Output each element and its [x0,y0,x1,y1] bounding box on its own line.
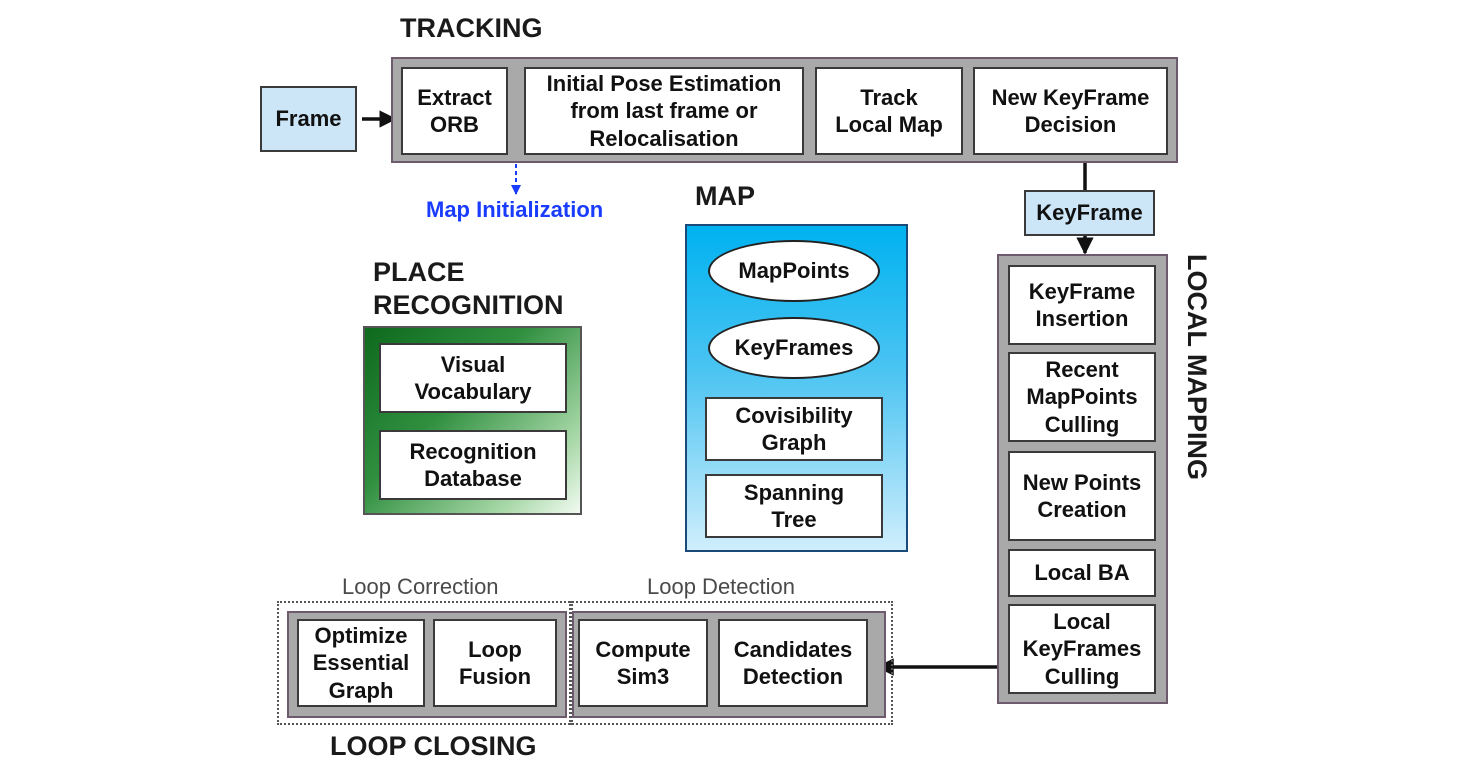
frame-input-box: Frame [260,86,357,152]
loop-closing-title: LOOP CLOSING [330,731,537,761]
keyframe-box: KeyFrame [1024,190,1155,236]
place-recognition-item-visual-vocabulary: Visual Vocabulary [379,343,567,413]
local-mapping-step-local-keyframes-culling: Local KeyFrames Culling [1008,604,1156,694]
tracking-step-initial-pose: Initial Pose Estimation from last frame … [524,67,804,155]
map-title: MAP [695,181,755,211]
map-item-keyframes: KeyFrames [708,317,880,379]
tracking-step-track-local-map: Track Local Map [815,67,963,155]
loop-correction-step-loop-fusion: Loop Fusion [433,619,557,707]
tracking-step-extract-orb: Extract ORB [401,67,508,155]
loop-detection-step-compute-sim3: Compute Sim3 [578,619,708,707]
loop-detection-label: Loop Detection [647,574,795,599]
local-mapping-title: LOCAL MAPPING [1181,254,1212,481]
loop-correction-label: Loop Correction [342,574,499,599]
tracking-title: TRACKING [400,13,543,43]
map-initialization-label: Map Initialization [426,197,604,222]
local-mapping-step-local-ba: Local BA [1008,549,1156,597]
tracking-step-new-keyframe-decision: New KeyFrame Decision [973,67,1168,155]
map-item-spanning-tree: Spanning Tree [705,474,883,538]
local-mapping-step-new-points-creation: New Points Creation [1008,451,1156,541]
place-recognition-title: PLACE RECOGNITION [373,257,564,320]
loop-closing-outer-frame [277,601,893,725]
map-item-mappoints: MapPoints [708,240,880,302]
map-item-covisibility-graph: Covisibility Graph [705,397,883,461]
place-recognition-item-recognition-database: Recognition Database [379,430,567,500]
loop-correction-step-optimize-essential-graph: Optimize Essential Graph [297,619,425,707]
local-mapping-step-recent-mappoints-culling: Recent MapPoints Culling [1008,352,1156,442]
loop-detection-step-candidates-detection: Candidates Detection [718,619,868,707]
local-mapping-step-keyframe-insertion: KeyFrame Insertion [1008,265,1156,345]
